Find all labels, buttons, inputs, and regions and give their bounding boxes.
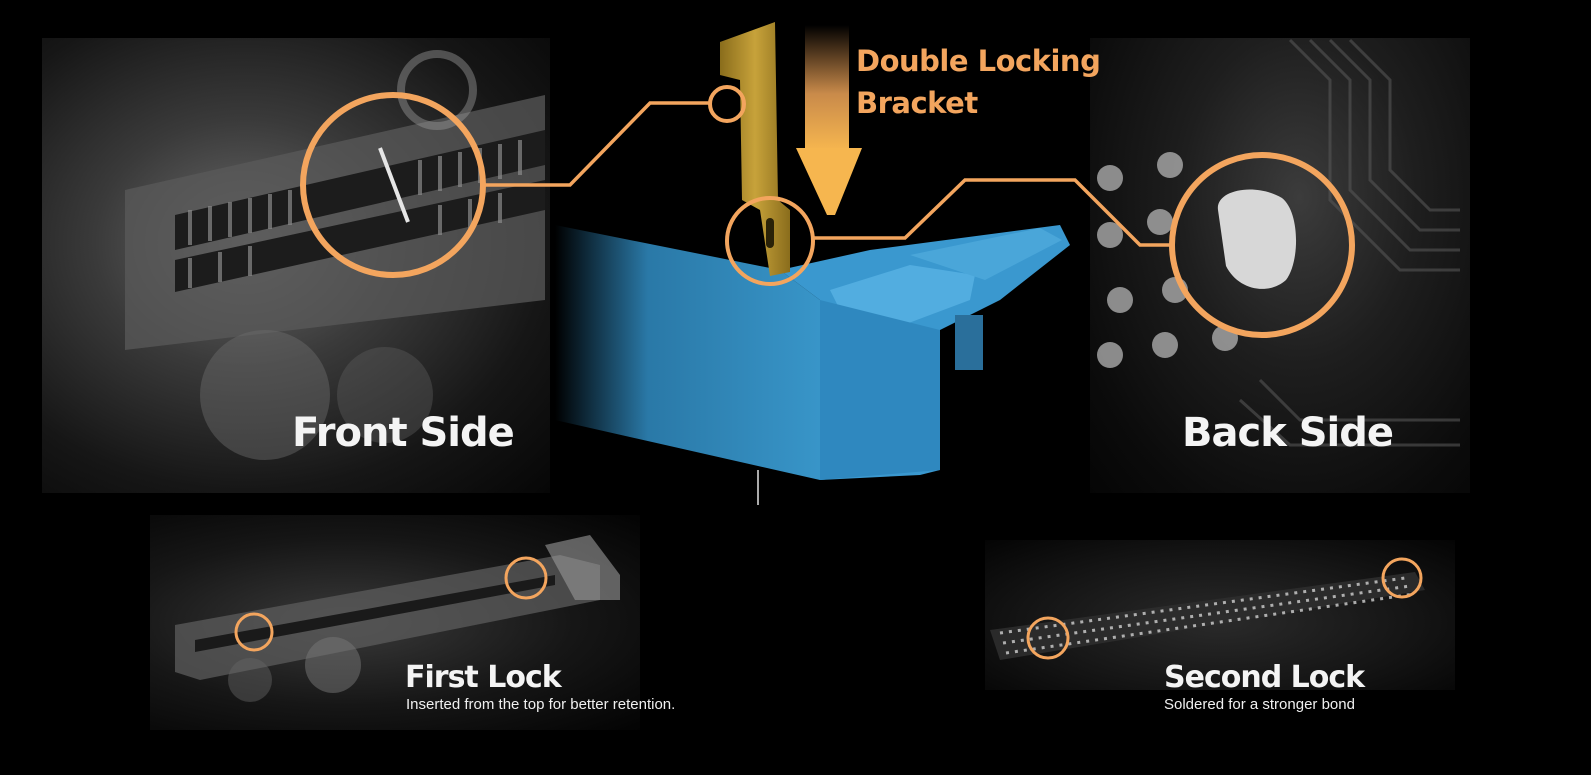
first-lock-description: Inserted from the top for better retenti… — [406, 696, 676, 713]
second-lock-pins — [990, 557, 1425, 660]
blue-slot-latch — [555, 225, 1070, 505]
callout-connectors — [300, 85, 1355, 338]
solder-pin-closeup — [1217, 189, 1297, 289]
front-pcie-slot — [125, 50, 545, 460]
second-lock-description: Soldered for a stronger bond — [1164, 696, 1355, 713]
callout-line-1: Double Locking — [856, 44, 1101, 78]
locking-bracket — [720, 22, 790, 276]
back-circuit-traces — [1238, 38, 1460, 447]
second-lock-title: Second Lock — [1164, 660, 1365, 695]
back-solder-pins — [1097, 152, 1238, 368]
first-lock-title: First Lock — [405, 660, 562, 695]
callout-line-2: Bracket — [856, 86, 978, 120]
back-side-label: Back Side — [1182, 410, 1394, 456]
first-lock-slot — [175, 535, 620, 702]
callout-title: Double Locking Bracket — [856, 40, 1101, 124]
down-arrow-icon — [796, 25, 862, 215]
front-side-label: Front Side — [292, 410, 515, 456]
